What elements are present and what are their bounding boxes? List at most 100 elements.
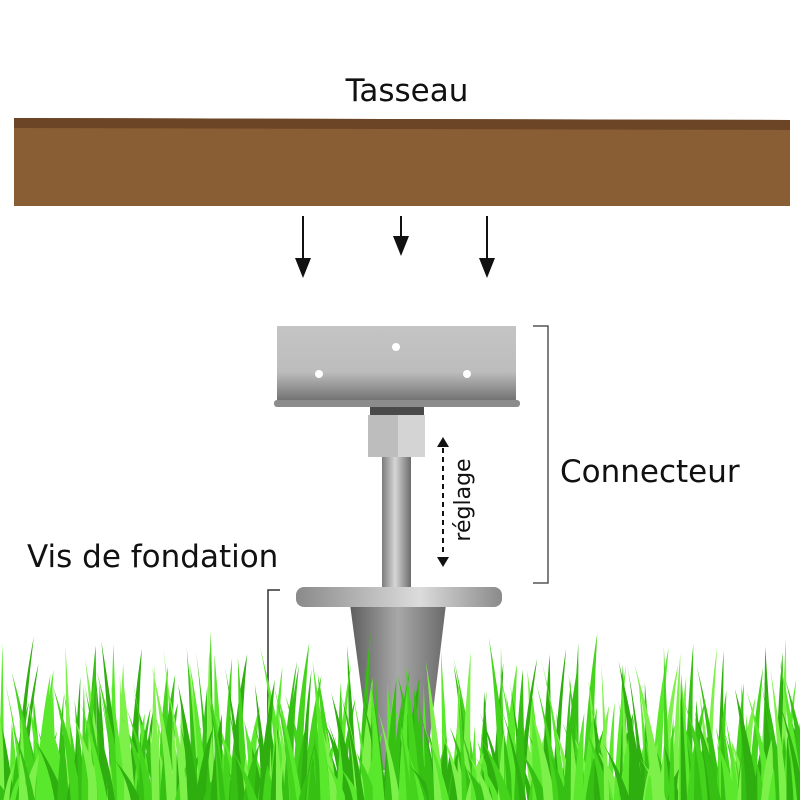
grass-blade [465,751,493,800]
screw-hole [315,370,323,378]
grass-blade [73,717,104,800]
grass-blade [35,674,51,800]
grass-blade [209,686,227,800]
grass-blade [425,660,445,800]
grass-blade [178,684,200,800]
bracket-plate [277,326,516,402]
grass-blade [618,660,645,800]
grass-blade [186,647,199,800]
grass-blade [519,749,548,800]
grass-blade [696,665,723,800]
grass-blade [550,755,568,800]
washer [370,407,424,415]
connector [274,326,520,588]
grass-blade [370,679,385,800]
grass-blade [668,716,675,800]
grass-blade [57,728,70,800]
grass-blade [96,719,116,800]
grass-blade [300,669,312,800]
grass [0,631,800,800]
grass-blade [613,664,626,800]
hex-nut [368,415,425,457]
grass-blade [540,654,567,800]
grass-blade [340,768,362,800]
grass-blade [639,757,667,800]
grass-blade [321,755,347,800]
grass-blade [321,727,339,800]
grass-blade [283,665,299,800]
screw-label: Vis de fondation [27,539,278,575]
connector-bracket [533,325,549,584]
grass-blade [11,724,35,800]
grass-blade [152,720,160,800]
grass-blade [336,664,351,800]
grass-blade [422,722,450,800]
grass-blade [601,663,610,800]
grass-blade [439,728,466,800]
grass-blade [778,698,800,800]
grass-blade [457,690,468,800]
grass-blade [694,717,722,800]
grass-blade [308,756,318,800]
grass-blade [770,669,788,800]
grass-blade [585,729,604,800]
grass-blade [151,666,177,800]
grass-blade [356,753,378,800]
grass-blade [785,679,800,774]
grass-blade [166,684,189,800]
grass-blade [551,648,567,800]
grass-blade [227,769,241,800]
grass-blade [573,712,585,800]
grass-blade [786,734,794,800]
grass-blade [658,664,679,800]
grass-blade [291,642,310,800]
grass-blade [531,712,556,800]
grass-blade [582,707,596,800]
grass-blade [80,702,108,800]
screw-hole [463,370,471,378]
grass-blade [499,703,527,800]
grass-blade [405,666,422,800]
grass-blade [358,632,371,800]
adjustment-indicator: réglage [437,437,476,567]
base-plate [296,587,502,607]
grass-blade [2,727,15,800]
threaded-rod [382,457,411,588]
grass-blade [734,688,760,800]
arrow-up-icon [437,437,449,447]
grass-blade [207,693,226,800]
grass-blade [275,723,283,800]
adjustment-label: réglage [451,458,476,541]
grass-blade [114,759,141,800]
grass-blade [231,750,258,800]
grass-blade [34,740,66,800]
grass-blade [179,722,197,800]
grass-blade [480,738,512,800]
arrow-down-icon [437,557,449,567]
grass-blade [473,754,501,800]
grass-blade [481,733,503,800]
grass-blade [339,691,365,800]
grass-blade [407,752,425,800]
grass-blade [312,661,331,800]
grass-blade [499,708,515,800]
grass-blade [378,711,401,800]
down-arrows [295,216,495,278]
wooden-beam [14,118,790,206]
grass-blade [398,714,412,800]
grass-blade [123,683,136,800]
grass-blade [126,707,155,800]
grass-blade [298,768,312,800]
grass-blade [277,693,303,800]
grass-blade [634,664,666,800]
bracket-flange [274,400,520,407]
grass-blade [195,727,213,800]
connector-label: Connecteur [560,454,740,490]
grass-blade [331,692,357,800]
grass-blade [725,716,740,800]
grass-blade [258,679,275,800]
grass-blade [271,678,297,800]
grass-blade [680,681,688,800]
